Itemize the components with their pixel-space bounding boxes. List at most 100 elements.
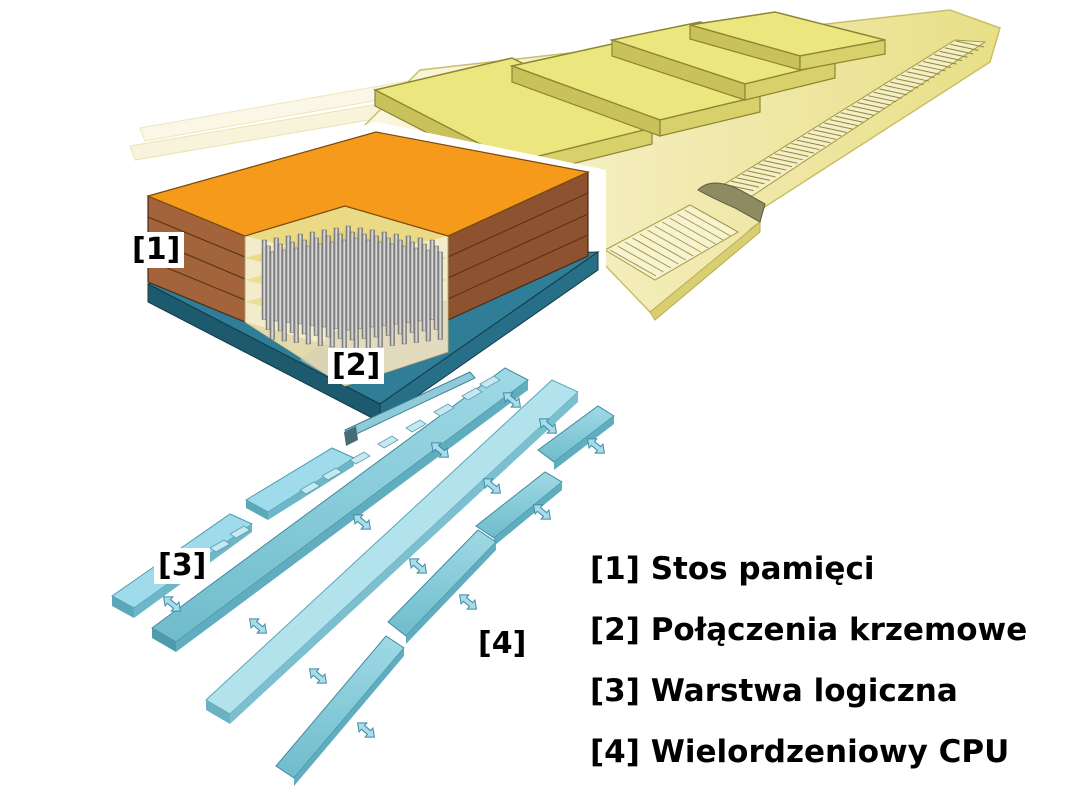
tsv-pin [437, 251, 443, 340]
pcb-contact [824, 122, 853, 130]
dram-chip [689, 11, 886, 71]
pcb-contact [624, 241, 672, 269]
pcb-contact [684, 209, 731, 237]
double-arrow-icon [356, 722, 376, 738]
connector-tab [209, 539, 231, 553]
stack-foot [344, 426, 358, 446]
pcb-contact [901, 74, 930, 82]
double-arrow-icon [162, 596, 182, 612]
connector-tabs [209, 375, 501, 553]
connector-tab [349, 451, 371, 465]
connector-tab [479, 375, 501, 389]
double-arrow-icon [248, 618, 268, 634]
pcb-contact [917, 64, 946, 72]
pcb-contact [895, 78, 924, 86]
pcb-contact [906, 71, 935, 79]
data-arrows [162, 392, 606, 738]
pcb-contact [835, 115, 864, 123]
callout-tsv: [2] [328, 348, 385, 384]
dram-chip [509, 43, 763, 137]
pcb-contact [846, 108, 875, 116]
connector-tab [377, 435, 399, 449]
double-arrow-icon [532, 504, 552, 520]
memory-stack [140, 122, 606, 423]
pcb-contact [950, 43, 979, 51]
pcb-contact [669, 217, 716, 245]
pcb-contact [802, 136, 831, 144]
legend: [1] Stos pamięci [2] Połączenia krzemowe… [590, 540, 1060, 784]
pcb-contact [747, 170, 776, 178]
pcb-contacts-lower [609, 205, 739, 277]
memory-module [129, 9, 1001, 321]
logic-bar [475, 471, 563, 546]
pcb-contact [857, 102, 886, 110]
pcb-contact [647, 229, 694, 257]
pcb-contact [763, 160, 793, 168]
pcb-contact [730, 180, 760, 188]
pcb-contact [676, 213, 724, 241]
callout-stack: [1] [128, 232, 185, 268]
logic-bar [387, 529, 497, 644]
connector-tab [405, 419, 427, 433]
double-arrow-icon [502, 392, 522, 408]
stack-top [146, 131, 590, 237]
logic-layer [111, 367, 615, 786]
double-arrow-icon [538, 418, 558, 434]
pcb-contact [813, 129, 842, 137]
pcb-contact [785, 146, 814, 154]
double-arrow-icon [308, 668, 328, 684]
pcb-contact [791, 143, 820, 151]
connector-tab [299, 481, 321, 495]
pcb-contact [691, 205, 739, 233]
pcb-contact [741, 173, 771, 181]
pcb-contact [879, 88, 908, 96]
pcb-contact [928, 57, 957, 65]
pcb-contact [807, 132, 836, 140]
logic-bar [205, 379, 579, 724]
legend-item-logic: [3] Warstwa logiczna [590, 673, 958, 709]
pcb-contact [840, 112, 869, 120]
connector-tab [229, 525, 251, 539]
double-arrow-icon [352, 514, 372, 530]
pcb-contact [911, 67, 941, 75]
pcb-contact [829, 119, 858, 127]
pcb-contact [661, 221, 709, 249]
pcb-contact [609, 249, 657, 277]
pcb-contact [922, 61, 952, 69]
pcb-contact [873, 91, 902, 99]
legend-item-stack: [1] Stos pamięci [590, 551, 875, 587]
pcb-contact [955, 40, 985, 48]
pcb-contact [862, 98, 891, 106]
pcb-contact [758, 163, 787, 171]
callout-cpu: [4] [474, 626, 531, 662]
logic-bar [537, 405, 615, 470]
pcb-contact [884, 84, 913, 92]
pcb-contact [774, 153, 803, 161]
stack-right-side [447, 171, 589, 321]
legend-item-cpu: [4] Wielordzeniowy CPU [590, 734, 1010, 770]
pcb-contact [818, 125, 847, 133]
pcb-contact [654, 225, 701, 253]
pcb-contact [752, 166, 782, 174]
tsv-pins [261, 225, 443, 351]
connector-tab [433, 403, 455, 417]
pcb-edge [649, 220, 761, 321]
callout-logic: [3] [154, 548, 211, 584]
connector-tab [461, 387, 483, 401]
pcb-contact [890, 81, 919, 89]
pcb-contact [868, 95, 897, 103]
pcb-contact [639, 233, 687, 261]
connector-tab [321, 467, 343, 481]
pcb-contact [617, 245, 664, 273]
pcb-contact [632, 237, 679, 265]
pcb-contact [939, 50, 968, 58]
pcb-contact [769, 156, 798, 164]
logic-bar [275, 635, 405, 786]
double-arrow-icon [408, 558, 428, 574]
double-arrow-icon [586, 438, 606, 454]
pcb-contact [851, 105, 880, 113]
pcb-contact [933, 54, 963, 62]
pcb-contact [736, 177, 765, 185]
pcb-contact [944, 47, 974, 55]
